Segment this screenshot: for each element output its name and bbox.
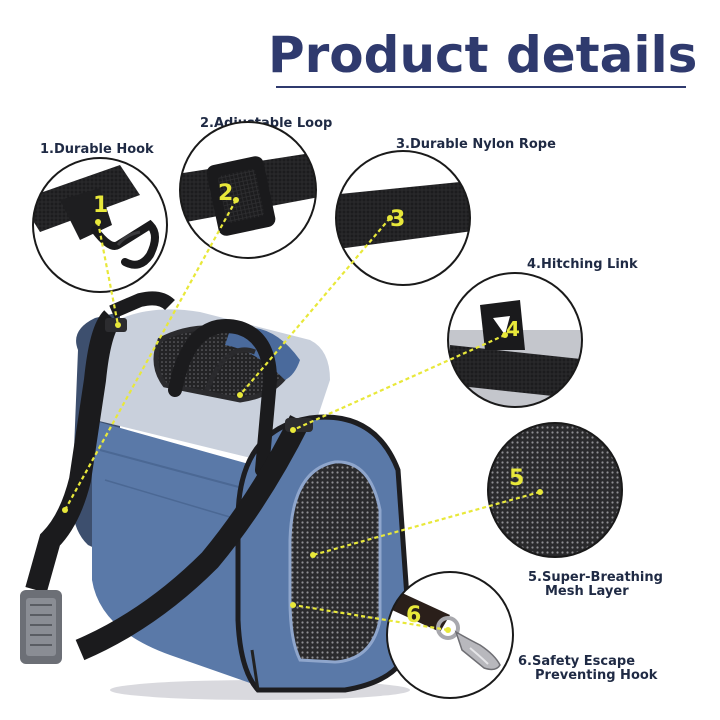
label-breathing-mesh-line1: 5.Super-Breathing <box>528 570 663 585</box>
label-breathing-mesh-line2: Mesh Layer <box>545 584 629 599</box>
detail-circle-adjustable-loop: 2 <box>179 121 317 259</box>
detail-circle-durable-hook: 1 <box>32 157 168 293</box>
callout-lines <box>64 199 541 632</box>
callout-number-2: 2 <box>218 181 233 206</box>
callout-number-4: 4 <box>506 317 520 341</box>
detail-circle-hitching-link: 4 <box>447 272 583 408</box>
detail-circle-safety-hook: 6 <box>386 571 514 699</box>
label-safety-hook-line1: 6.Safety Escape <box>518 654 636 669</box>
detail-circle-nylon-rope: 3 <box>335 150 471 286</box>
callout-number-3: 3 <box>390 207 405 232</box>
label-durable-hook: 1.Durable Hook <box>40 142 154 157</box>
pet-carrier-bag <box>20 291 413 700</box>
detail-circle-breathing-mesh: 5 <box>487 422 623 558</box>
label-durable-nylon-rope: 3.Durable Nylon Rope <box>396 137 556 152</box>
title-underline <box>276 86 686 88</box>
callout-number-6: 6 <box>406 603 421 628</box>
callout-number-5: 5 <box>509 466 524 491</box>
label-hitching-link: 4.Hitching Link <box>527 257 638 272</box>
callout-number-1: 1 <box>93 193 108 218</box>
callout-dots <box>62 197 543 633</box>
label-safety-hook-line2: Preventing Hook <box>535 668 658 683</box>
page-title: Product details <box>268 26 698 84</box>
